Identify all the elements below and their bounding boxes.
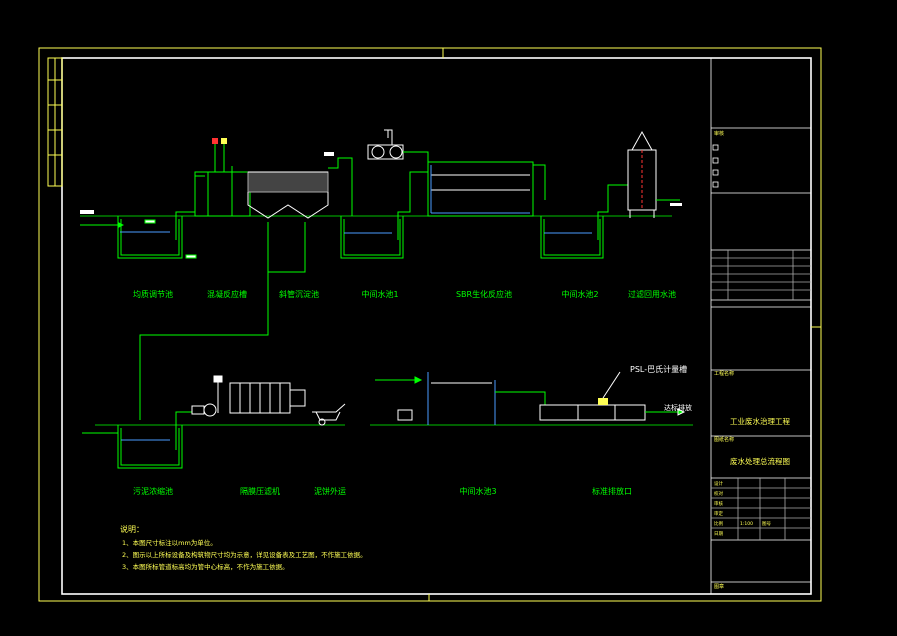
tank-coagulation xyxy=(194,138,251,217)
notes-block: 说明： 1、本图尺寸标注以mm为单位。 2、图示以上所标设备及构筑物尺寸均为示意… xyxy=(120,524,367,571)
psl-label: PSL-巴氏计量槽 xyxy=(630,364,687,374)
label-outfall: 标准排放口 xyxy=(592,486,632,496)
tank-intermediate-2 xyxy=(540,184,628,259)
project-name: 工业废水治理工程 xyxy=(730,416,790,426)
tank-equalization xyxy=(117,175,205,259)
drawing-field-label: 图纸名称 xyxy=(714,436,734,443)
stamp-field-label: 图章 xyxy=(714,583,724,590)
label-intermediate-1: 中间水池1 xyxy=(361,289,398,299)
tank-filter xyxy=(627,130,682,218)
label-intermediate-3: 中间水池3 xyxy=(459,486,496,496)
filter-press-equipment xyxy=(191,375,306,417)
notes-title: 说明： xyxy=(120,524,144,534)
project-field-label: 工程名称 xyxy=(714,370,734,377)
sludge-pipe xyxy=(139,222,306,420)
row-scale: 比例 xyxy=(714,520,723,527)
notes-item-1: 1、本图尺寸标注以mm为单位。 xyxy=(122,538,217,547)
notes-item-2: 2、图示以上所标设备及构筑物尺寸均为示意，详见设备表及工艺图，不作施工依据。 xyxy=(122,550,367,559)
tank-settler xyxy=(247,152,353,219)
label-settler: 斜管沉淀池 xyxy=(279,289,319,299)
label-equalization: 均质调节池 xyxy=(133,289,173,299)
outer-frame xyxy=(38,47,822,602)
tank-intermediate-1 xyxy=(340,171,428,259)
label-intermediate-2: 中间水池2 xyxy=(561,289,598,299)
drawing-name: 废水处理总流程图 xyxy=(730,456,790,466)
binding-strip xyxy=(47,57,63,187)
inlet-pipe xyxy=(80,210,124,228)
label-sludge-thickener: 污泥浓缩池 xyxy=(133,486,173,496)
outfall-label: 达标排放 xyxy=(664,403,692,412)
psl-flume xyxy=(539,371,686,421)
label-coagulation: 混凝反应槽 xyxy=(207,289,247,299)
title-block xyxy=(710,58,811,594)
notes-item-3: 3、本图所标管道标高均为管中心标高，不作为施工依据。 xyxy=(122,562,289,571)
label-sbr: SBR生化反应池 xyxy=(456,289,512,299)
tank-sludge-thickener xyxy=(82,411,192,469)
label-filter-press: 隔膜压滤机 xyxy=(240,486,280,496)
row-drawing-no: 图号 xyxy=(762,521,771,527)
label-cake-outbound: 泥饼外运 xyxy=(314,486,346,496)
inner-frame xyxy=(61,57,812,595)
tank-intermediate-3 xyxy=(375,372,546,425)
process-labels-bottom: 污泥浓缩池 隔膜压滤机 泥饼外运 中间水池3 标准排放口 xyxy=(133,486,632,496)
row-approve: 审定 xyxy=(714,510,723,517)
label-filter: 过滤回用水池 xyxy=(628,289,676,299)
row-check: 校对 xyxy=(714,490,723,497)
row-date: 日期 xyxy=(714,531,723,537)
wheelbarrow-icon xyxy=(312,403,346,426)
approval-field-label: 审核 xyxy=(714,130,724,137)
row-design: 设计 xyxy=(714,480,723,487)
process-labels-top: 均质调节池 混凝反应槽 斜管沉淀池 中间水池1 SBR生化反应池 中间水池2 过… xyxy=(133,289,676,299)
scale-value: 1:100 xyxy=(740,521,753,527)
row-review: 审核 xyxy=(714,500,723,507)
tank-sbr xyxy=(427,161,546,217)
signature-rows: 设计 校对 审核 审定 比例 日期 图号 1:100 xyxy=(714,480,771,537)
